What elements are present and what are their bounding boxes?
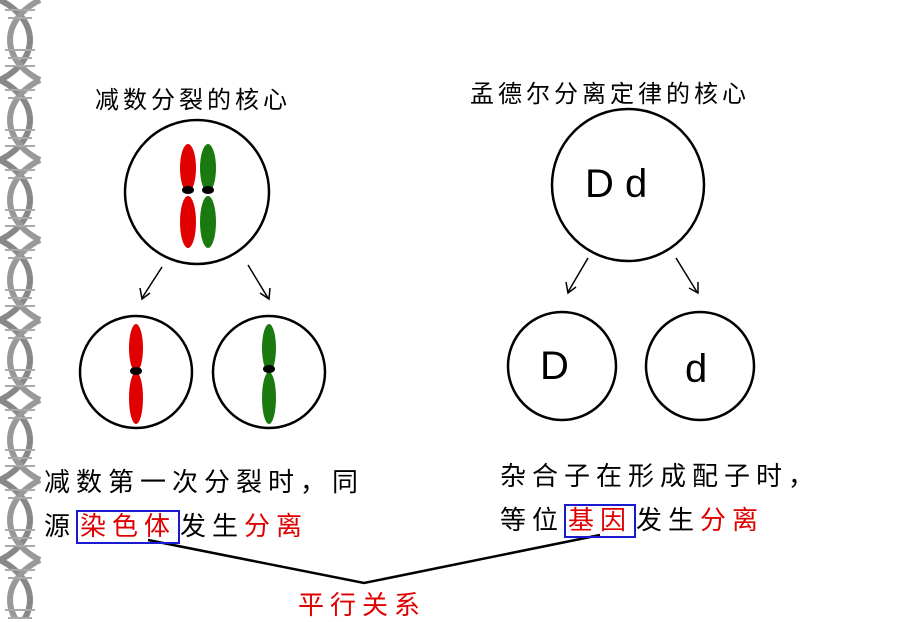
right-desc-line2: 等位基因发生分离 (500, 504, 765, 538)
chromosome-red (180, 144, 196, 192)
arrows-right (565, 257, 699, 295)
highlight-gene: 基因 (564, 504, 637, 538)
parallel-relation-label: 平行关系 (298, 591, 427, 621)
parent-genotype: D d (585, 162, 648, 206)
daughter-cell-red (78, 314, 194, 430)
child-genotype-d: d (685, 347, 708, 391)
parallel-connector-line (147, 533, 601, 585)
arrows-left (139, 264, 271, 301)
left-title: 减数分裂的核心 (95, 86, 291, 114)
daughter-cell-green (211, 314, 327, 430)
right-desc-line1: 杂合子在形成配子时， (500, 462, 821, 492)
left-desc-line2: 源染色体发生分离 (44, 510, 309, 544)
parent-cell-meiosis (123, 118, 271, 266)
right-title: 孟德尔分离定律的核心 (470, 80, 750, 108)
left-desc-line1: 减数第一次分裂时，同 (44, 468, 365, 498)
parent-cell-mendel (550, 107, 706, 263)
daughter-cell-d (644, 310, 756, 422)
chromosome-green (200, 144, 216, 192)
child-genotype-D: D (540, 344, 569, 388)
dna-border-decoration (0, 0, 42, 619)
highlight-chromosome: 染色体 (76, 510, 181, 544)
daughter-cell-D (506, 310, 618, 422)
